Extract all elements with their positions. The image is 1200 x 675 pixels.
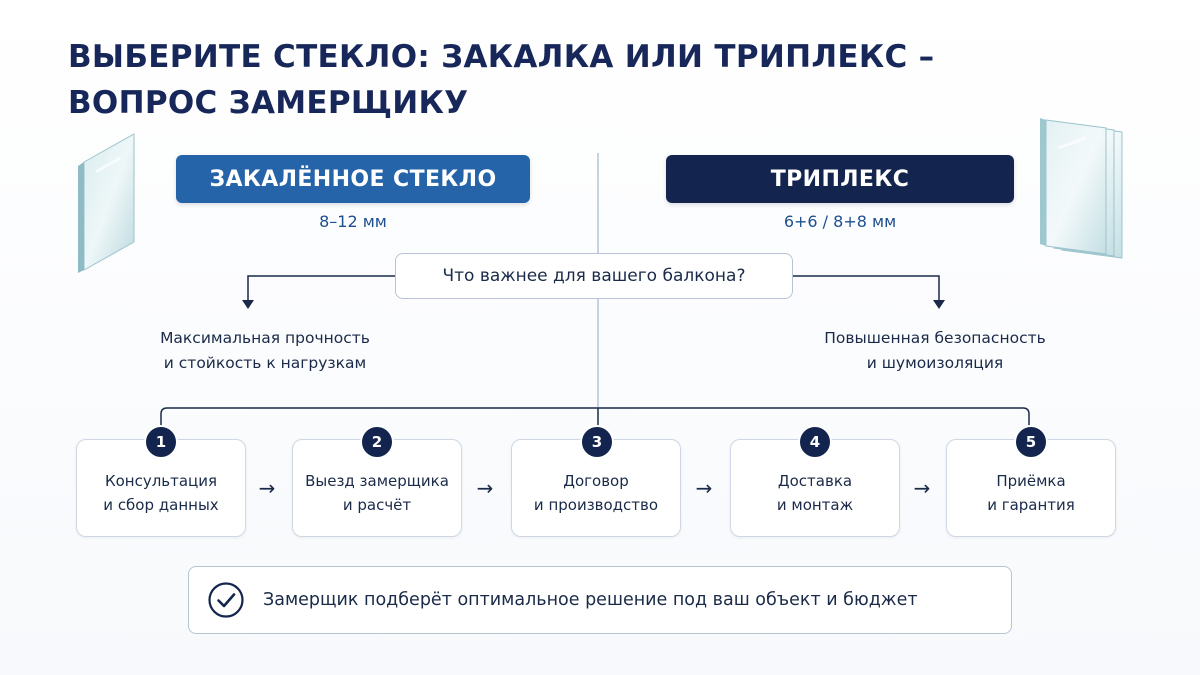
- step-3-line-2: и производство: [533, 496, 659, 514]
- step-arrow-1: →: [258, 476, 276, 500]
- page-title: ВЫБЕРИТЕ СТЕКЛО: ЗАКАЛКА ИЛИ ТРИПЛЕКС – …: [68, 34, 935, 126]
- step-arrow-4: →: [913, 476, 931, 500]
- step-label: Выезд замерщика и расчёт: [305, 469, 449, 517]
- branch-right: [793, 275, 940, 302]
- title-line-1: ВЫБЕРИТЕ СТЕКЛО: ЗАКАЛКА ИЛИ ТРИПЛЕКС –: [68, 39, 935, 75]
- step-label: Консультация и сбор данных: [103, 469, 218, 517]
- title-line-2: ВОПРОС ЗАМЕРЩИКУ: [68, 85, 469, 121]
- triplex-benefit-line-2: и шумоизоляция: [866, 354, 1004, 372]
- branch-left: [247, 275, 395, 302]
- step-2-line-1: Выезд замерщика: [305, 472, 449, 490]
- step-arrow-3: →: [695, 476, 713, 500]
- summary-note-text: Замерщик подберёт оптимальное решение по…: [263, 590, 918, 610]
- step-number-5: 5: [1014, 425, 1048, 459]
- step-number-2: 2: [360, 425, 394, 459]
- triplex-thickness: 6+6 / 8+8 мм: [783, 212, 897, 231]
- step-1-line-2: и сбор данных: [103, 496, 219, 514]
- step-card-5: Приёмка и гарантия: [946, 439, 1116, 537]
- step-5-line-2: и гарантия: [987, 496, 1075, 514]
- step-4-line-2: и монтаж: [776, 496, 854, 514]
- step-1-line-1: Консультация: [104, 472, 218, 490]
- step-label: Доставка и монтаж: [777, 469, 853, 517]
- step-label: Приёмка и гарантия: [987, 469, 1075, 517]
- laminated-glass-stack-icon: [1040, 118, 1123, 259]
- step-2-line-2: и расчёт: [342, 496, 412, 514]
- tempered-benefit-line-1: Максимальная прочность: [160, 329, 370, 347]
- step-4-line-1: Доставка: [777, 472, 853, 490]
- summary-note: Замерщик подберёт оптимальное решение по…: [188, 566, 1012, 634]
- step-number-3: 3: [580, 425, 614, 459]
- tempered-thickness: 8–12 мм: [319, 212, 387, 231]
- single-glass-pane-icon: [78, 133, 135, 273]
- step-number-4: 4: [798, 425, 832, 459]
- step-card-3: Договор и производство: [511, 439, 681, 537]
- branch-right-arrowhead: [933, 300, 945, 309]
- branch-left-arrowhead: [242, 300, 254, 309]
- tempered-benefit-line-2: и стойкость к нагрузкам: [163, 354, 367, 372]
- option-tempered-glass-header: ЗАКАЛЁННОЕ СТЕКЛО: [176, 155, 530, 203]
- step-5-line-1: Приёмка: [996, 472, 1066, 490]
- triplex-benefit: Повышенная безопасность и шумоизоляция: [790, 326, 1080, 376]
- step-label: Договор и производство: [534, 469, 658, 517]
- step-number-1: 1: [144, 425, 178, 459]
- steps-bracket: [160, 407, 1030, 427]
- step-card-1: Консультация и сбор данных: [76, 439, 246, 537]
- question-box: Что важнее для вашего балкона?: [395, 253, 793, 299]
- tempered-benefit: Максимальная прочность и стойкость к наг…: [120, 326, 410, 376]
- triplex-benefit-line-1: Повышенная безопасность: [824, 329, 1046, 347]
- step-arrow-2: →: [476, 476, 494, 500]
- option-triplex-header: ТРИПЛЕКС: [666, 155, 1014, 203]
- check-circle-icon: [208, 582, 244, 618]
- step-3-line-1: Договор: [563, 472, 629, 490]
